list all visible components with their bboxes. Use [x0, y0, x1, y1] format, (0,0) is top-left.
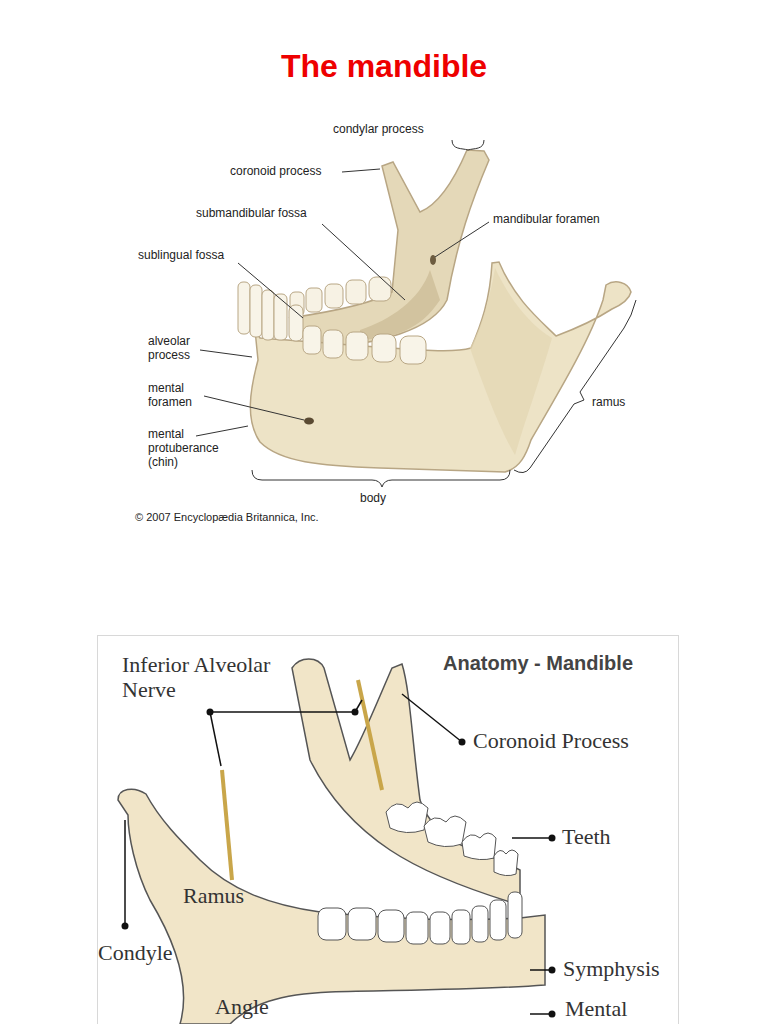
mandible-far-side — [290, 150, 489, 348]
teeth-near-row — [372, 334, 396, 362]
callout-dots — [122, 923, 129, 930]
part-label: mandibular foramen — [493, 213, 600, 227]
inferior-alveolar-nerve — [222, 770, 232, 880]
callout-dots — [549, 835, 556, 842]
part-label: ramus — [592, 396, 625, 410]
part-label: Ramus — [183, 883, 244, 908]
callout-lines — [124, 820, 126, 926]
teeth-lower-row — [472, 906, 488, 942]
teeth-upper-row — [424, 816, 466, 847]
callout-lines — [210, 711, 355, 713]
part-label: mental protuberance (chin) — [148, 428, 233, 469]
teeth-lower-row — [318, 908, 346, 940]
part-label: alveolar process — [148, 335, 208, 363]
brackets — [252, 140, 636, 487]
teeth-near-row — [250, 285, 262, 337]
teeth-lower-row — [430, 912, 450, 944]
callout-lines — [210, 712, 221, 766]
callout-dots — [207, 709, 214, 716]
leader-lines — [342, 169, 380, 172]
mandible-near-side — [250, 262, 631, 472]
brackets — [452, 140, 484, 150]
teeth-lower-row — [490, 900, 506, 940]
submandibular-shadow — [360, 270, 440, 340]
callout-dots — [352, 709, 359, 716]
leader-lines — [322, 224, 405, 300]
callout-dots — [459, 739, 466, 746]
teeth-near-row — [323, 330, 343, 358]
leader-lines — [204, 396, 304, 420]
teeth-far-row — [290, 277, 391, 316]
callout-dots — [122, 709, 556, 1018]
mandible-near-body — [118, 789, 545, 1024]
figure-heading: Anatomy - Mandible — [443, 652, 633, 675]
teeth-upper-row — [386, 802, 428, 833]
teeth-near-row — [262, 290, 274, 340]
mandible-far-ramus — [292, 659, 520, 905]
part-label: condylar process — [333, 123, 424, 137]
teeth-near-row — [238, 282, 250, 334]
teeth-far-row — [306, 288, 322, 312]
callout-dots — [549, 1011, 556, 1018]
teeth-near-row — [238, 282, 426, 364]
teeth-far-row — [325, 284, 343, 308]
teeth-far-row — [369, 277, 391, 301]
teeth-upper-row — [386, 802, 518, 876]
teeth-near-row — [303, 326, 321, 354]
part-label: Symphysis — [563, 956, 660, 981]
inferior-alveolar-nerve — [358, 680, 382, 790]
teeth-lower-row — [406, 912, 428, 944]
teeth-far-row — [346, 280, 366, 304]
teeth-upper-row — [462, 833, 496, 860]
leader-lines — [196, 426, 248, 436]
part-label: mental foramen — [148, 382, 208, 410]
teeth-near-row — [346, 332, 368, 360]
part-label: Angle — [215, 994, 269, 1019]
brackets — [514, 300, 636, 473]
part-label: Inferior Alveolar Nerve — [122, 652, 292, 703]
page-title: The mandible — [0, 48, 768, 85]
part-label: body — [360, 492, 386, 506]
ramus-shading — [470, 268, 552, 455]
leader-lines — [196, 169, 489, 436]
part-label: Mental — [565, 996, 627, 1021]
teeth-upper-row — [494, 850, 518, 876]
leader-lines — [200, 350, 252, 357]
brackets — [252, 470, 510, 487]
callout-dots — [549, 967, 556, 974]
teeth-lower-row — [508, 892, 522, 938]
teeth-near-row — [400, 336, 426, 364]
callout-lines — [512, 837, 552, 839]
teeth-near-row — [274, 294, 287, 340]
part-label: Coronoid Process — [473, 728, 629, 753]
part-label: sublingual fossa — [138, 249, 224, 263]
teeth-near-row — [289, 305, 303, 341]
leader-lines — [435, 222, 489, 257]
part-label: coronoid process — [230, 165, 321, 179]
copyright-note: © 2007 Encyclopædia Britannica, Inc. — [135, 511, 319, 524]
leader-lines — [238, 263, 303, 318]
mental-foramen — [304, 418, 314, 425]
part-label: submandibular fossa — [196, 207, 307, 221]
part-label: Teeth — [562, 824, 611, 849]
teeth-lower-row — [378, 910, 404, 942]
teeth-lower-row — [318, 892, 522, 944]
callout-lines — [402, 694, 462, 742]
part-label: Condyle — [98, 940, 173, 965]
teeth-lower-row — [452, 910, 470, 944]
teeth-lower-row — [348, 908, 376, 940]
